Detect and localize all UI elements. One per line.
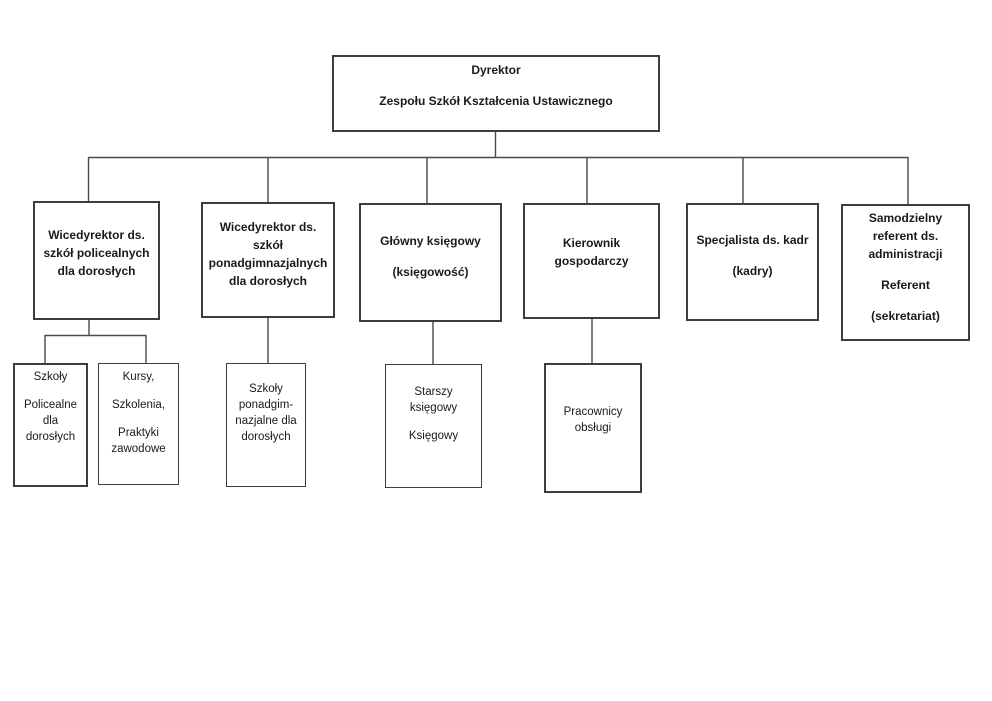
org-node-subtitle-2: (sekretariat) <box>871 309 940 323</box>
org-node-dyrektor: Dyrektor Zespołu Szkół Kształcenia Ustaw… <box>332 55 660 132</box>
org-node-title: Wicedyrektor ds. szkół ponadgimnazjalnyc… <box>208 220 328 288</box>
org-node-title: Główny księgowy <box>380 234 481 248</box>
org-node-title: Samodzielny referent ds. administracji <box>868 211 943 261</box>
org-node-subtitle: (księgowość) <box>392 265 469 279</box>
org-node-title: Szkoły <box>33 371 68 383</box>
org-node-szkoly-policealne: Szkoły Policealne dla dorosłych <box>13 363 88 487</box>
org-node-title: Wicedyrektor ds. szkół policealnych dla … <box>43 228 150 278</box>
org-node-subtitle: Policealne dla dorosłych <box>23 399 78 443</box>
org-node-title: Kursy, <box>122 371 155 383</box>
org-node-title: Szkoły ponadgim- nazjalne dla dorosłych <box>235 383 297 443</box>
org-node-title: Starszy księgowy <box>409 386 458 414</box>
org-node-title: Dyrektor <box>471 63 521 77</box>
org-node-subtitle-2: Praktyki zawodowe <box>111 427 166 455</box>
org-node-wicedyrektor-ponadgimnazjalne: Wicedyrektor ds. szkół ponadgimnazjalnyc… <box>201 202 335 318</box>
org-node-title: Specjalista ds. kadr <box>696 233 809 247</box>
org-node-subtitle: Zespołu Szkół Kształcenia Ustawicznego <box>379 94 613 108</box>
org-node-title: Kierownik gospodarczy <box>554 236 629 268</box>
org-node-specjalista-kadr: Specjalista ds. kadr (kadry) <box>686 203 819 321</box>
org-node-wicedyrektor-policealne: Wicedyrektor ds. szkół policealnych dla … <box>33 201 160 320</box>
org-node-subtitle: Szkolenia, <box>111 399 166 411</box>
org-node-glowny-ksiegowy: Główny księgowy (księgowość) <box>359 203 502 322</box>
org-node-kierownik-gospodarczy: Kierownik gospodarczy <box>523 203 660 319</box>
org-node-kursy-szkolenia: Kursy, Szkolenia, Praktyki zawodowe <box>98 363 179 485</box>
org-node-starszy-ksiegowy: Starszy księgowy Księgowy <box>385 364 482 488</box>
org-node-szkoly-ponadgimnazjalne: Szkoły ponadgim- nazjalne dla dorosłych <box>226 363 306 487</box>
org-node-pracownicy-obslugi: Pracownicy obsługi <box>544 363 642 493</box>
org-node-subtitle: (kadry) <box>732 264 773 278</box>
org-node-samodzielny-referent: Samodzielny referent ds. administracji R… <box>841 204 970 341</box>
org-node-subtitle: Księgowy <box>408 430 459 442</box>
org-node-subtitle: Referent <box>881 278 930 292</box>
org-node-title: Pracownicy obsługi <box>563 406 623 434</box>
